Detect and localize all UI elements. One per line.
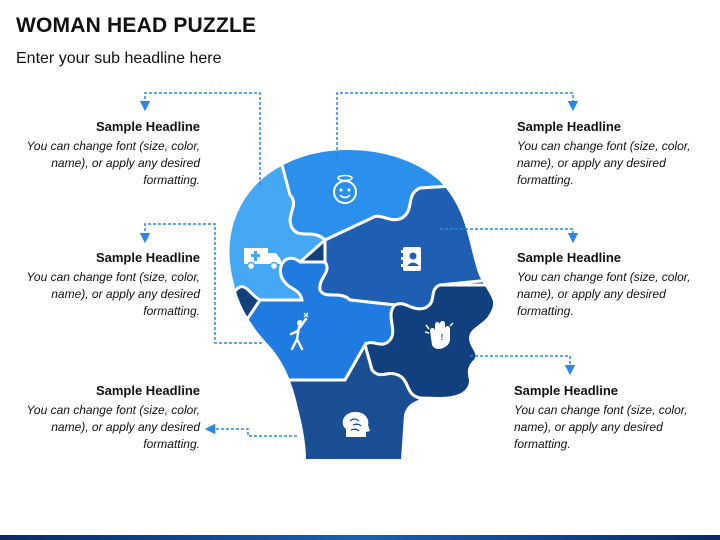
hand-wave-icon: !: [424, 321, 454, 349]
block-body: You can change font (size, color, name),…: [517, 139, 691, 187]
smiley-angel-icon: [333, 174, 357, 204]
block-body: You can change font (size, color, name),…: [26, 403, 200, 451]
text-block-bottom-left: Sample Headline You can change font (siz…: [10, 382, 200, 453]
text-block-mid-left: Sample Headline You can change font (siz…: [10, 249, 200, 320]
connector-top-right: [336, 92, 579, 160]
footer-accent-bar: [0, 535, 720, 540]
climbing-person-icon: [289, 312, 309, 351]
contact-book-icon: [401, 247, 421, 271]
connector-mid-left: [139, 223, 262, 344]
ambulance-icon: [244, 248, 281, 271]
svg-text:!: !: [441, 333, 444, 342]
connector-top-left: [139, 92, 261, 185]
block-body: You can change font (size, color, name),…: [517, 270, 691, 318]
block-headline: Sample Headline: [517, 119, 622, 134]
block-body: You can change font (size, color, name),…: [514, 403, 688, 451]
text-block-mid-right: Sample Headline You can change font (siz…: [517, 249, 707, 320]
block-headline: Sample Headline: [95, 250, 200, 265]
connector-bottom-left: [204, 423, 297, 437]
text-block-bottom-right: Sample Headline You can change font (siz…: [514, 382, 704, 453]
text-block-top-right: Sample Headline You can change font (siz…: [517, 118, 707, 189]
block-body: You can change font (size, color, name),…: [26, 139, 200, 187]
block-body: You can change font (size, color, name),…: [26, 270, 200, 318]
block-headline: Sample Headline: [95, 119, 200, 134]
connector-lines: [139, 92, 579, 437]
block-headline: Sample Headline: [517, 250, 622, 265]
connector-mid-right: [440, 228, 579, 244]
slide-subtitle: Enter your sub headline here: [16, 50, 222, 67]
block-headline: Sample Headline: [95, 383, 200, 398]
brain-head-icon: [342, 411, 370, 437]
connector-bottom-right: [470, 355, 576, 376]
block-headline: Sample Headline: [514, 383, 619, 398]
text-block-top-left: Sample Headline You can change font (siz…: [10, 118, 200, 189]
slide-title: WOMAN HEAD PUZZLE: [16, 14, 257, 37]
